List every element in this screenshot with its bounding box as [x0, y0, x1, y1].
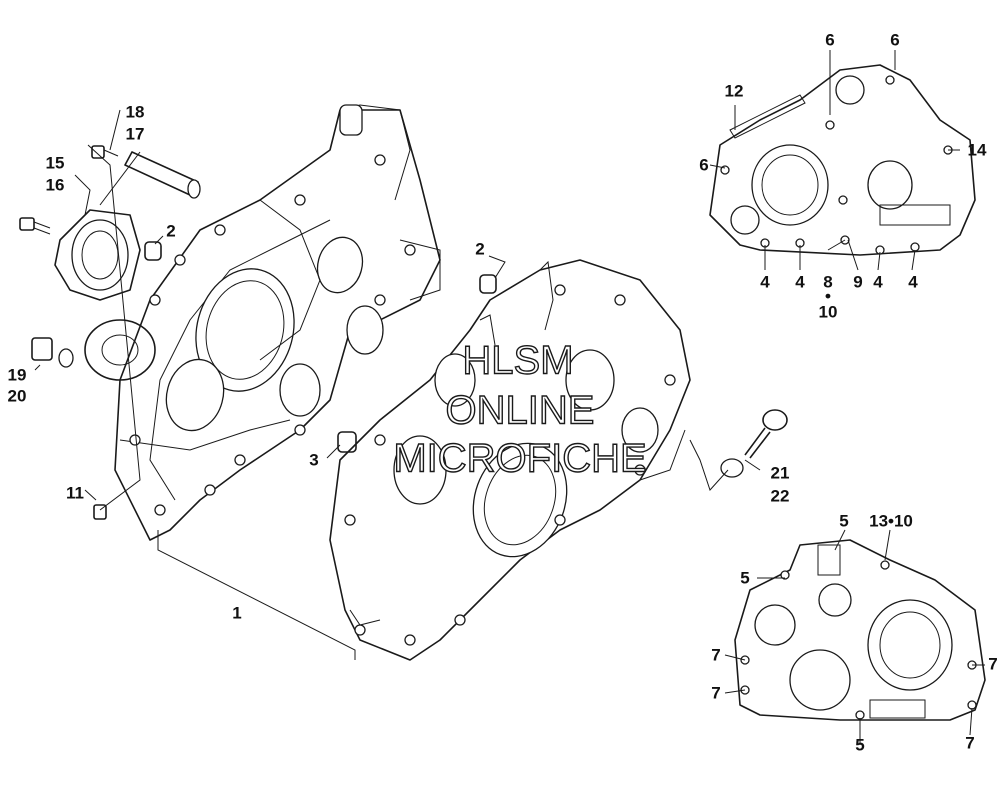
- callout-7-upper-left: 7: [711, 645, 720, 664]
- callout-4-first: 4: [760, 272, 770, 291]
- callout-8: 8: [823, 272, 832, 291]
- watermark-line-3: MICROFICHE: [393, 437, 646, 481]
- leader-lines: [34, 50, 985, 745]
- oil-seal: [84, 319, 156, 381]
- callout-1: 1: [232, 603, 241, 622]
- callout-8-dot: •: [825, 286, 831, 305]
- callout-13-10: 13•10: [869, 511, 913, 530]
- callout-7-right: 7: [988, 654, 997, 673]
- dowel-pin-2a: [144, 241, 162, 261]
- callout-2-right: 2: [475, 239, 484, 258]
- callout-16: 16: [46, 175, 65, 194]
- breather-tube-17: [124, 151, 201, 199]
- callout-3: 3: [309, 450, 318, 469]
- callout-21: 21: [771, 463, 790, 482]
- callout-15: 15: [46, 153, 65, 172]
- plug-11: [93, 504, 107, 520]
- callout-17: 17: [126, 124, 145, 143]
- callout-11: 11: [66, 483, 84, 502]
- callout-5-bottom: 5: [855, 735, 864, 754]
- callout-labels: 1 2 2 3 18 17 15 16 19 20 11 21 22 12 6 …: [8, 30, 998, 754]
- callout-6-top-right: 6: [890, 30, 899, 49]
- callout-5-top: 5: [839, 511, 848, 530]
- inset-crankcase-top: [709, 64, 976, 256]
- callout-4-second: 4: [795, 272, 805, 291]
- watermark-line-1: HLSM: [462, 339, 573, 383]
- dowel-pin-3: [337, 431, 357, 453]
- callout-20: 20: [8, 386, 27, 405]
- callout-6-side: 6: [699, 155, 708, 174]
- callout-18: 18: [126, 102, 145, 121]
- callout-7-bottom: 7: [965, 733, 974, 752]
- dipstick-21: [720, 409, 788, 478]
- dowel-pin-2b: [479, 274, 497, 294]
- callout-19: 19: [8, 365, 27, 384]
- callout-9: 9: [853, 272, 862, 291]
- callout-4-third: 4: [873, 272, 883, 291]
- callout-12: 12: [725, 81, 744, 100]
- callout-5-left: 5: [740, 568, 749, 587]
- right-crankcase-half: [329, 259, 691, 661]
- callout-2-left: 2: [166, 221, 175, 240]
- callout-7-lower-left: 7: [711, 683, 720, 702]
- inset-crankcase-bottom: [734, 539, 986, 721]
- callout-4-fourth: 4: [908, 272, 918, 291]
- callout-22: 22: [771, 486, 790, 505]
- drain-plug-19: [31, 337, 74, 368]
- bolt-16: [19, 217, 51, 235]
- watermark-line-2: ONLINE: [446, 389, 595, 433]
- left-crankcase-half: [114, 104, 441, 541]
- bolt-18: [91, 145, 119, 159]
- callout-14: 14: [968, 140, 987, 159]
- callout-10: 10: [819, 302, 838, 321]
- callout-6-top-left: 6: [825, 30, 834, 49]
- watermark: HLSM ONLINE MICROFICHE: [393, 338, 648, 481]
- oil-pump-cover: [54, 209, 141, 301]
